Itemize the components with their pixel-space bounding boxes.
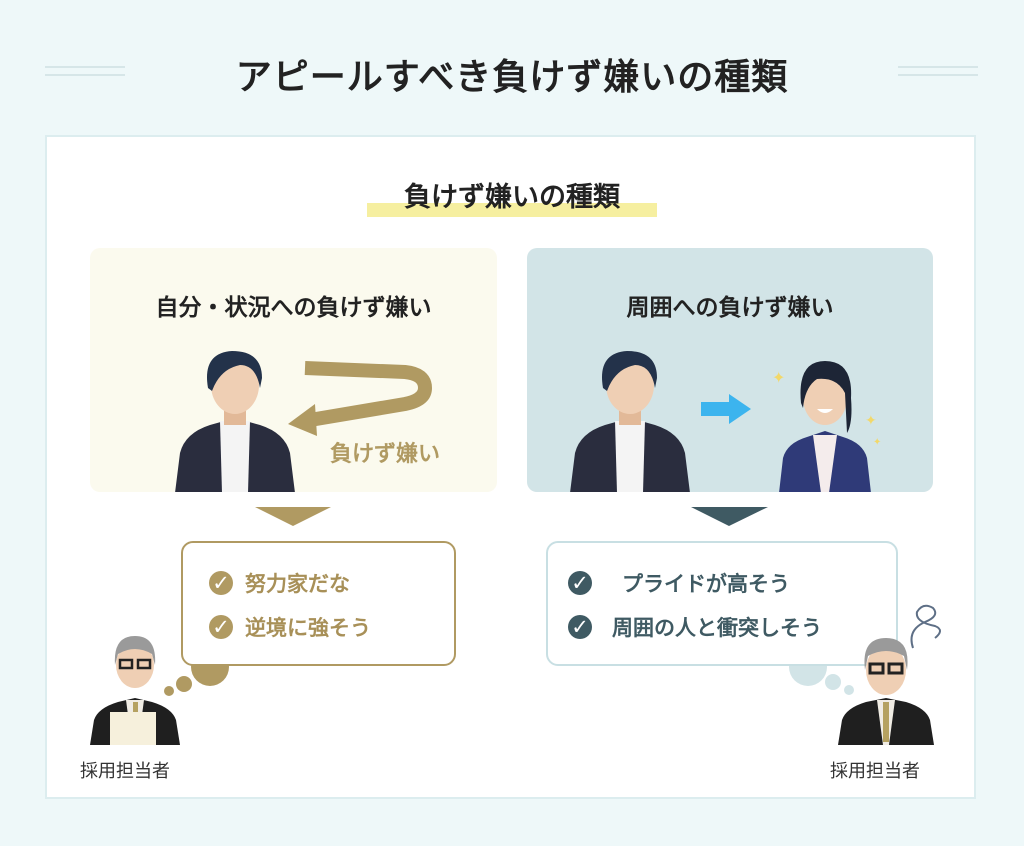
right-panel: 周囲への負けず嫌い ✦ ✦ ✦ [527, 248, 933, 492]
check-icon: ✓ [568, 615, 592, 639]
down-triangle-left [255, 507, 331, 526]
confused-swirl-icon [910, 604, 941, 649]
right-thought-bubble: ✓ プライドが高そう ✓ 周囲の人と衝突しそう [546, 541, 898, 666]
person-icon [570, 351, 690, 492]
check-icon: ✓ [209, 571, 233, 595]
recruiter-label-left: 採用担当者 [80, 761, 170, 782]
bubble-item: ✓ プライドが高そう [568, 568, 790, 598]
title-decoration-right [898, 66, 978, 76]
check-icon: ✓ [568, 571, 592, 595]
title-decoration-left [45, 66, 125, 76]
svg-text:✦: ✦ [873, 437, 881, 448]
svg-text:✦: ✦ [772, 368, 785, 387]
check-icon: ✓ [209, 615, 233, 639]
recruiter-label-right: 採用担当者 [830, 761, 920, 782]
recruiter-icon [90, 636, 180, 745]
bubble-item: ✓ 周囲の人と衝突しそう [568, 612, 822, 642]
left-panel: 自分・状況への負けず嫌い 負けず嫌い [90, 248, 497, 492]
right-panel-title: 周囲への負けず嫌い [626, 295, 834, 321]
left-thought-bubble: ✓ 努力家だな ✓ 逆境に強そう [181, 541, 456, 666]
down-triangle-right [691, 507, 768, 526]
bubble-item: ✓ 逆境に強そう [209, 612, 371, 642]
person-icon [175, 351, 295, 492]
page-title: アピールすべき負けず嫌いの種類 [235, 57, 789, 98]
u-turn-arrow-icon [288, 361, 433, 436]
svg-text:✦: ✦ [865, 413, 877, 429]
woman-icon: ✦ ✦ ✦ [772, 361, 881, 492]
left-panel-title: 自分・状況への負けず嫌い [155, 295, 432, 321]
section-subtitle: 負けず嫌いの種類 [404, 182, 620, 213]
subtitle-highlight [367, 203, 657, 217]
recruiter-icon [838, 638, 934, 745]
arrow-label: 負けず嫌い [330, 442, 441, 467]
right-arrow-icon [701, 394, 751, 424]
bubble-item: ✓ 努力家だな [209, 568, 350, 598]
